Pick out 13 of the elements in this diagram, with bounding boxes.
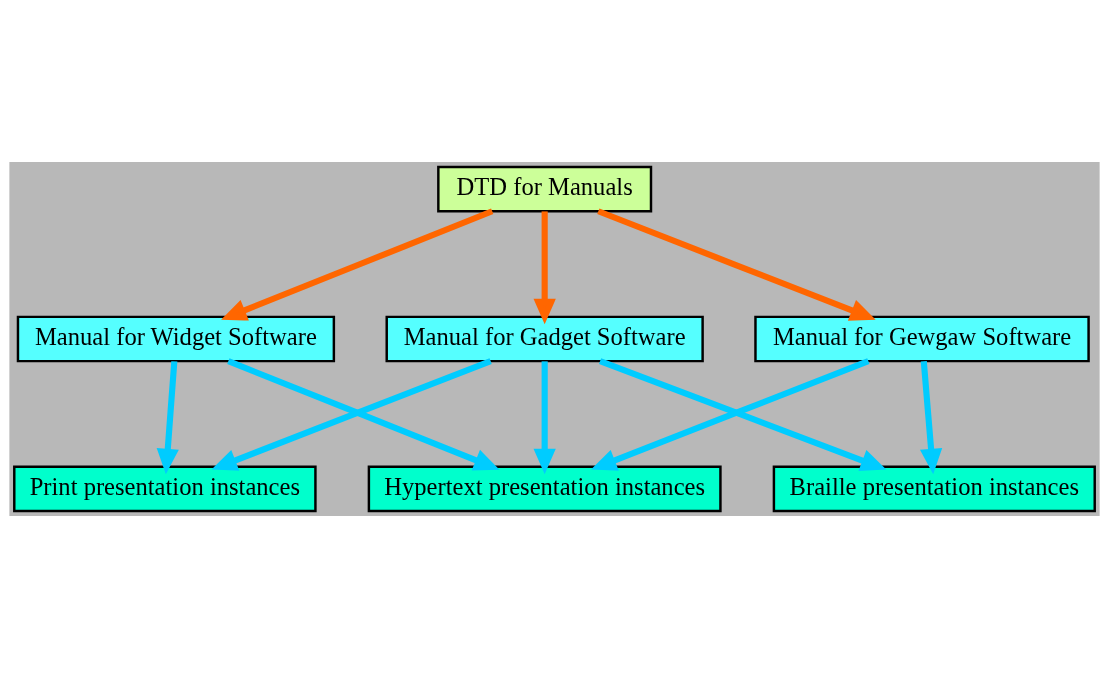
node-box: Manual for Gewgaw Software [754,315,1090,362]
node-box: Hypertext presentation instances [367,465,722,512]
arrow [597,207,876,321]
node-box: Manual for Widget Software [16,315,336,362]
arrow [221,207,494,321]
arrow [919,360,943,474]
node-box: Braille presentation instances [772,465,1096,512]
node-box: DTD for Manuals [437,165,653,212]
node-box: Manual for Gadget Software [385,315,704,362]
node-box: Print presentation instances [13,465,317,512]
arrow [533,210,556,324]
arrow [533,360,556,474]
arrow [156,360,179,474]
